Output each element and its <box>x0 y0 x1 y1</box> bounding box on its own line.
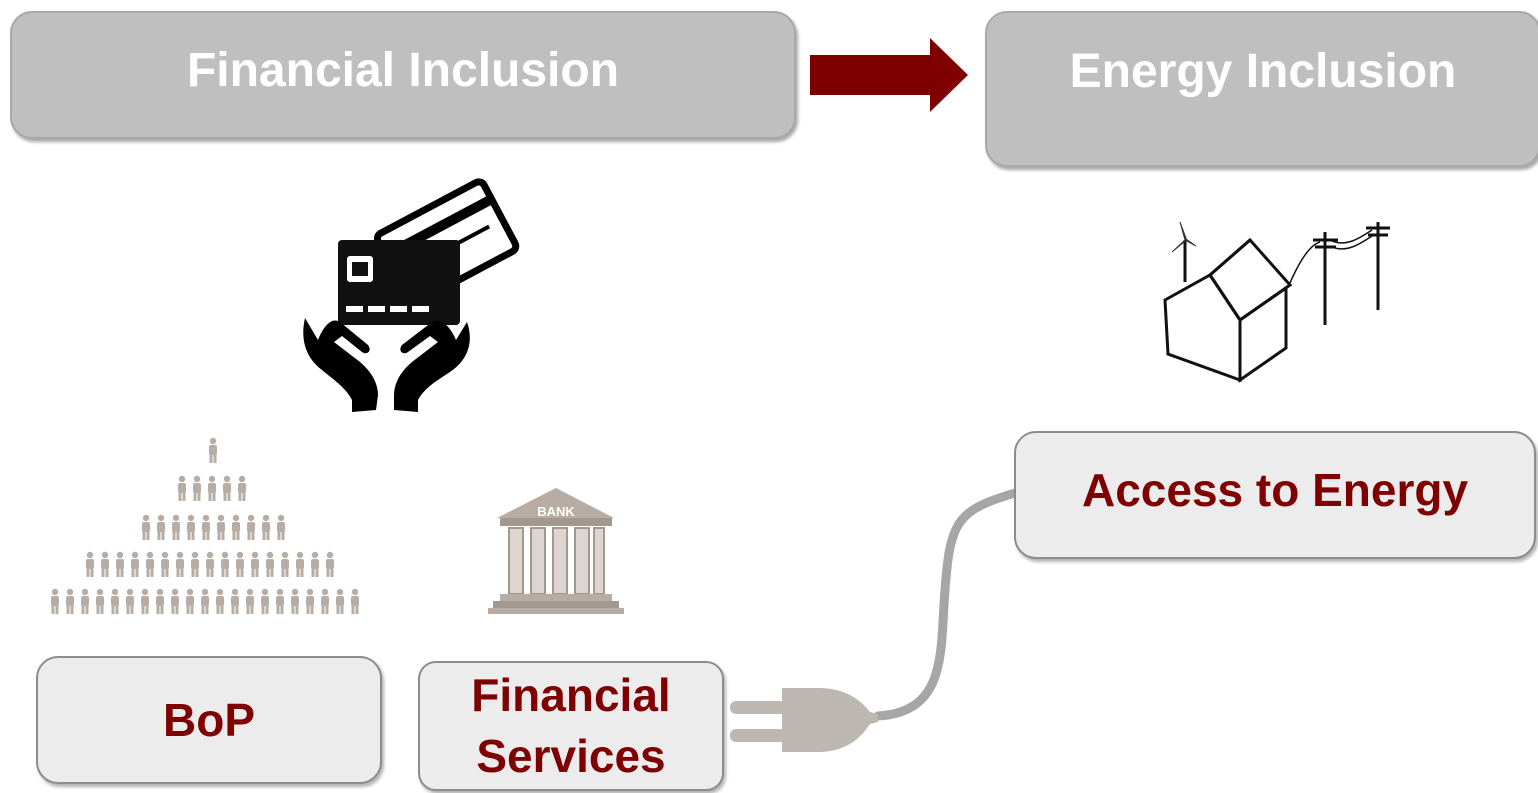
financial-inclusion-header: Financial Inclusion <box>10 11 796 139</box>
access-to-energy-box: Access to Energy <box>1014 431 1536 559</box>
pyramid-row-5 <box>51 588 359 614</box>
financial-services-box: Financial Services <box>418 661 724 791</box>
financial-services-line-1: Financial <box>471 669 671 722</box>
bop-label: BoP <box>163 694 255 746</box>
pyramid-row-1 <box>209 437 217 463</box>
right-arrow-icon <box>810 38 968 112</box>
bank-sign: BANK <box>537 504 575 519</box>
bop-box: BoP <box>36 656 382 784</box>
pyramid-row-4 <box>86 551 334 577</box>
power-cable <box>873 488 1020 721</box>
pyramid-row-2 <box>178 475 246 501</box>
left-hand <box>303 318 378 412</box>
pyramid-row-3 <box>142 514 285 540</box>
financial-services-line-2: Services <box>476 730 666 782</box>
energy-inclusion-title: Energy Inclusion <box>1069 44 1457 98</box>
financial-inclusion-title: Financial Inclusion <box>186 43 620 97</box>
right-hand <box>394 320 470 412</box>
access-to-energy-label: Access to Energy <box>1081 464 1469 516</box>
energy-inclusion-header: Energy Inclusion <box>985 11 1538 167</box>
